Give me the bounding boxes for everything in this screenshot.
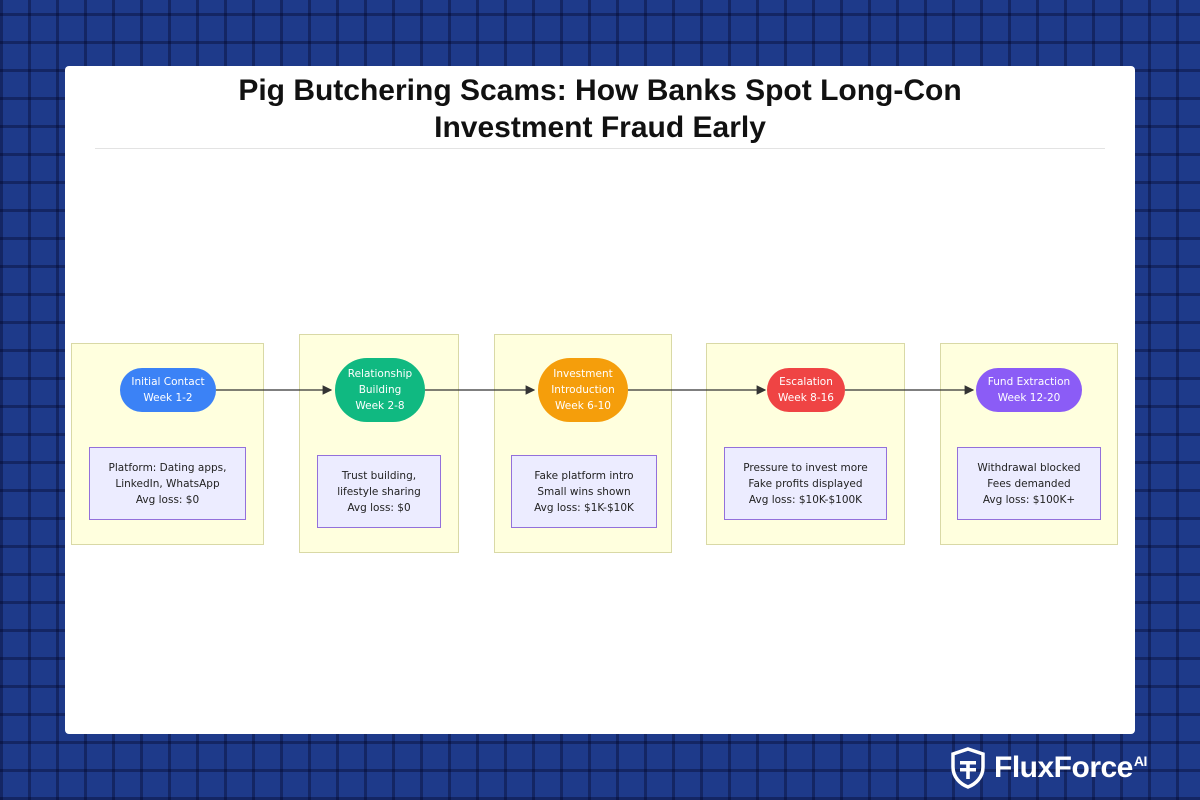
info-4-line-2: Fake profits displayed (748, 477, 863, 490)
stage-info-3: Fake platform intro Small wins shown Avg… (511, 455, 657, 528)
node-3-line-2: Introduction (551, 384, 615, 396)
node-4-line-1: Escalation (779, 376, 833, 388)
info-5-line-3: Avg loss: $100K+ (982, 493, 1076, 506)
title-divider (95, 148, 1105, 149)
info-1-line-3: Avg loss: $0 (135, 493, 200, 506)
stage-info-4: Pressure to invest more Fake profits dis… (724, 447, 887, 520)
info-2-line-3: Avg loss: $0 (347, 501, 411, 514)
node-1-line-2: Week 1-2 (143, 392, 193, 404)
stage-node-2: Relationship Building Week 2-8 (335, 358, 425, 422)
stage-node-1: Initial Contact Week 1-2 (120, 368, 216, 412)
info-4-line-3: Avg loss: $10K-$100K (748, 493, 863, 506)
info-1-line-2: LinkedIn, WhatsApp (115, 477, 220, 490)
info-2-line-2: lifestyle sharing (337, 485, 421, 498)
info-3-line-2: Small wins shown (537, 485, 631, 498)
brand-logo: FluxForceAI (950, 743, 1190, 793)
flow-connectors (216, 385, 975, 395)
node-1-line-1: Initial Contact (131, 376, 205, 388)
stage-info-5: Withdrawal blocked Fees demanded Avg los… (957, 447, 1101, 520)
info-4-line-1: Pressure to invest more (743, 461, 868, 474)
info-3-line-1: Fake platform intro (534, 469, 634, 482)
info-1-line-1: Platform: Dating apps, (108, 461, 227, 474)
stage-info-2: Trust building, lifestyle sharing Avg lo… (317, 455, 441, 528)
stage-node-3: Investment Introduction Week 6-10 (538, 358, 628, 422)
node-5-line-1: Fund Extraction (987, 376, 1071, 388)
diagram-card: Pig Butchering Scams: How Banks Spot Lon… (65, 66, 1135, 734)
node-2-line-1: Relationship (347, 368, 413, 380)
node-3-line-1: Investment (553, 368, 613, 380)
brand-suffix: AI (1133, 753, 1148, 769)
node-2-line-3: Week 2-8 (355, 400, 405, 412)
info-5-line-2: Fees demanded (987, 477, 1071, 490)
node-5-line-2: Week 12-20 (997, 392, 1061, 404)
stage-node-4: Escalation Week 8-16 (767, 368, 845, 412)
node-2-line-2: Building (358, 384, 402, 396)
info-2-line-1: Trust building, (341, 469, 417, 482)
title-line-1: Pig Butchering Scams: How Banks Spot Lon… (238, 74, 962, 107)
info-3-line-3: Avg loss: $1K-$10K (534, 501, 634, 514)
brand-name: FluxForceAI (994, 751, 1148, 784)
page-title: Pig Butchering Scams: How Banks Spot Lon… (65, 72, 1135, 146)
node-3-line-3: Week 6-10 (555, 400, 611, 412)
title-line-2: Investment Fraud Early (434, 111, 766, 144)
stage-node-5: Fund Extraction Week 12-20 (976, 368, 1082, 412)
stage-info-1: Platform: Dating apps, LinkedIn, WhatsAp… (89, 447, 246, 520)
info-5-line-1: Withdrawal blocked (977, 461, 1081, 474)
shield-logo-icon (951, 747, 985, 789)
node-4-line-2: Week 8-16 (778, 392, 834, 404)
